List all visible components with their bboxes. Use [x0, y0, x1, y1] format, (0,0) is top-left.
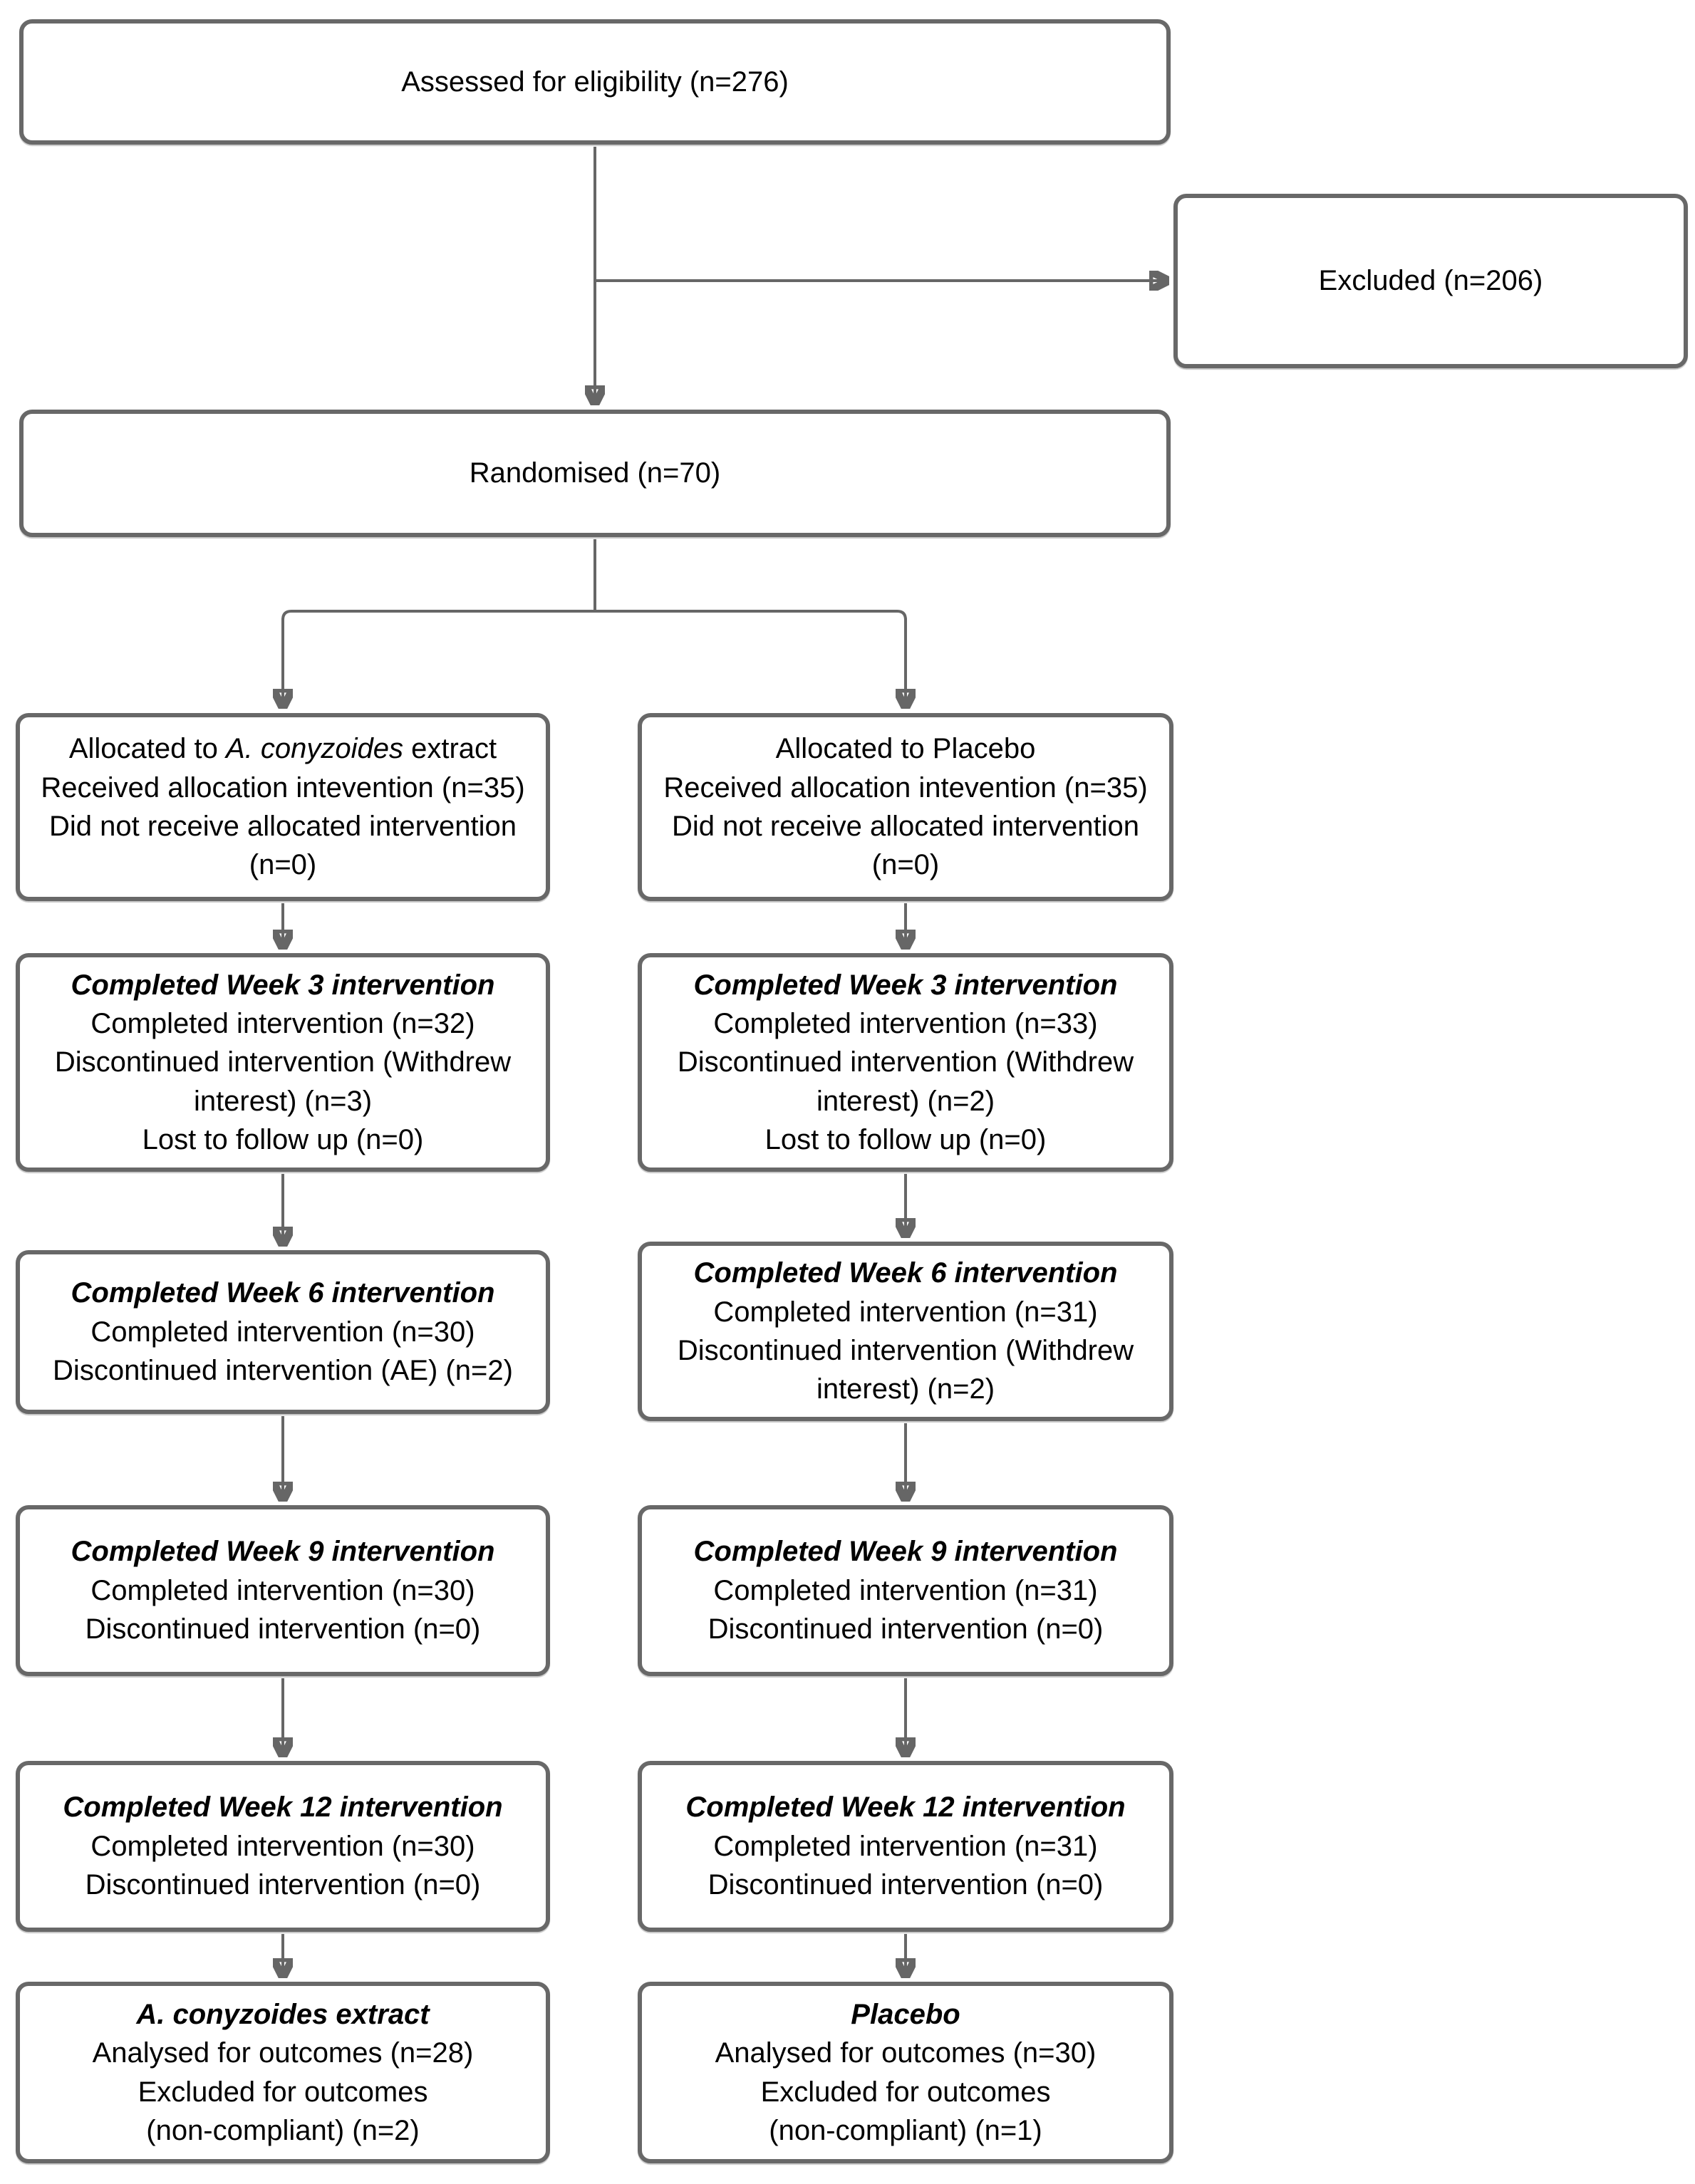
randomised-box: Randomised (n=70): [19, 410, 1171, 537]
box-heading: Completed Week 9 intervention: [71, 1536, 495, 1568]
box-line: interest) (n=2): [816, 1373, 995, 1405]
box-heading: A. conyzoides extract: [136, 1998, 430, 2030]
box-line: interest) (n=3): [193, 1085, 373, 1117]
box-heading: Completed Week 6 intervention: [693, 1257, 1118, 1289]
week9-placebo-box: Completed Week 9 intervention Completed …: [638, 1505, 1173, 1676]
box-line: Discontinued intervention (n=0): [85, 1613, 481, 1645]
box-line: Discontinued intervention (n=0): [85, 1869, 481, 1901]
week3-placebo-box: Completed Week 3 intervention Completed …: [638, 953, 1173, 1172]
box-line: Received allocation intevention (n=35): [663, 771, 1148, 804]
box-line: Received allocation intevention (n=35): [41, 771, 525, 804]
box-line: Discontinued intervention (Withdrew: [677, 1335, 1134, 1366]
box-heading: Completed Week 12 intervention: [685, 1792, 1126, 1824]
box-line: Randomised (n=70): [469, 457, 721, 489]
box-line-text: Allocated to: [68, 733, 226, 765]
allocated-extract-box: Allocated to A. conyzoides extract Recei…: [16, 713, 550, 901]
box-line: Discontinued intervention (Withdrew: [677, 1046, 1134, 1078]
box-heading: Completed Week 6 intervention: [71, 1277, 495, 1309]
box-line: Excluded for outcomes: [138, 2076, 428, 2108]
box-heading: Completed Week 3 intervention: [71, 969, 495, 1001]
box-line: Completed intervention (n=31): [713, 1830, 1098, 1862]
box-line: interest) (n=2): [816, 1085, 995, 1117]
allocated-placebo-box: Allocated to Placebo Received allocation…: [638, 713, 1173, 901]
box-line: Lost to follow up (n=0): [142, 1124, 424, 1156]
box-line: Completed intervention (n=33): [713, 1007, 1098, 1039]
box-line: Allocated to Placebo: [775, 733, 1036, 765]
outcome-placebo-box: Placebo Analysed for outcomes (n=30) Exc…: [638, 1982, 1173, 2163]
week3-extract-box: Completed Week 3 intervention Completed …: [16, 953, 550, 1172]
box-line: Excluded (n=206): [1318, 265, 1543, 297]
box-line: Discontinued intervention (Withdrew: [54, 1046, 512, 1078]
box-line: Analysed for outcomes (n=30): [715, 2037, 1097, 2069]
box-line: Lost to follow up (n=0): [764, 1124, 1047, 1156]
box-line: Completed intervention (n=32): [90, 1007, 475, 1039]
box-line: Assessed for eligibility (n=276): [401, 66, 789, 98]
outcome-extract-box: A. conyzoides extract Analysed for outco…: [16, 1982, 550, 2163]
box-line: Completed intervention (n=31): [713, 1296, 1098, 1328]
box-line-italic-text: A. conyzoides: [225, 733, 403, 765]
week12-placebo-box: Completed Week 12 intervention Completed…: [638, 1761, 1173, 1932]
box-line: Discontinued intervention (n=0): [707, 1613, 1104, 1645]
box-line-text: extract: [403, 733, 497, 765]
box-heading: Completed Week 12 intervention: [63, 1792, 503, 1824]
box-line: Completed intervention (n=31): [713, 1574, 1098, 1606]
box-line: Analysed for outcomes (n=28): [92, 2037, 474, 2069]
box-heading: Placebo: [851, 1998, 960, 2030]
box-line: Completed intervention (n=30): [90, 1830, 475, 1862]
week6-extract-box: Completed Week 6 intervention Completed …: [16, 1250, 550, 1414]
week6-placebo-box: Completed Week 6 intervention Completed …: [638, 1242, 1173, 1421]
excluded-box: Excluded (n=206): [1173, 194, 1688, 368]
box-line: Completed intervention (n=30): [90, 1316, 475, 1348]
box-line: Did not receive allocated intervention: [672, 811, 1139, 842]
box-line: (n=0): [249, 849, 317, 881]
box-line: (non-compliant) (n=1): [769, 2114, 1042, 2146]
box-line: Discontinued intervention (AE) (n=2): [53, 1355, 513, 1387]
week9-extract-box: Completed Week 9 intervention Completed …: [16, 1505, 550, 1676]
box-line: Did not receive allocated intervention: [49, 811, 517, 842]
week12-extract-box: Completed Week 12 intervention Completed…: [16, 1761, 550, 1932]
box-line: (non-compliant) (n=2): [146, 2114, 420, 2146]
assessed-for-eligibility-box: Assessed for eligibility (n=276): [19, 19, 1171, 145]
connector-split-bar: [281, 610, 907, 620]
box-line: Excluded for outcomes: [760, 2076, 1051, 2108]
box-line: Discontinued intervention (n=0): [707, 1869, 1104, 1901]
box-heading: Completed Week 9 intervention: [693, 1536, 1118, 1568]
box-line: Allocated to A. conyzoides extract: [69, 729, 497, 768]
box-line: Completed intervention (n=30): [90, 1574, 475, 1606]
box-heading: Completed Week 3 intervention: [693, 969, 1118, 1001]
box-line: (n=0): [871, 849, 940, 881]
